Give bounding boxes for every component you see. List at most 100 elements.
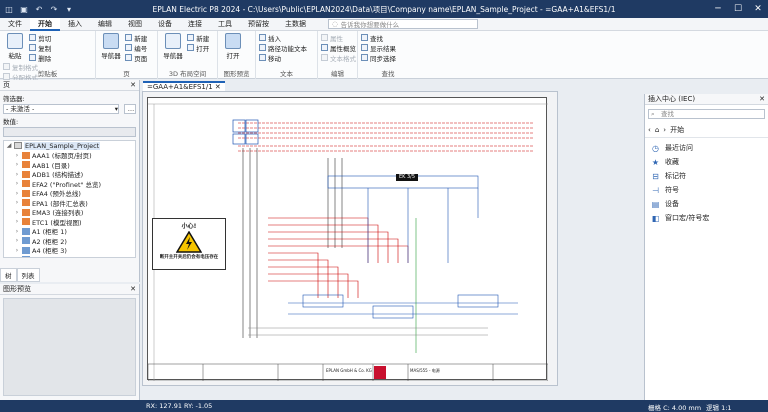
tree-item[interactable]: › AAB1 (目录) [4, 160, 135, 170]
new-layout-button[interactable]: 新建 [187, 33, 209, 43]
minimize-icon[interactable]: ─ [715, 4, 721, 14]
delete-button[interactable]: 删除 [29, 53, 51, 63]
collapsed-chevron-icon[interactable]: › [14, 256, 20, 257]
new-page-button[interactable]: 新建 [125, 33, 147, 43]
tab-close-icon[interactable]: ✕ [214, 83, 221, 91]
panel-close-icon[interactable]: ✕ [130, 81, 136, 89]
open-preview-button[interactable]: 打开 [221, 33, 245, 60]
tab-edit[interactable]: 编辑 [98, 19, 112, 28]
redo-icon[interactable]: ↷ [50, 4, 58, 14]
panel-close-icon[interactable]: ✕ [130, 285, 136, 293]
cut-button[interactable]: 剪切 [29, 33, 51, 43]
schematic-sheet[interactable]: 小心! 断开主开关后仍会有电压存在 EK 3/5 EPLAN GmbH & Co… [147, 97, 548, 381]
open-layout-button[interactable]: 打开 [187, 43, 209, 53]
attributes-button[interactable]: 属性 [321, 33, 356, 43]
tree-item[interactable]: ›B1 ("组料"工作站) [4, 255, 135, 257]
tab-master-data[interactable]: 主数据 [285, 19, 306, 28]
collapsed-chevron-icon[interactable]: › [15, 246, 19, 254]
tab-reserve[interactable]: 预留按 [248, 19, 269, 28]
tab-start[interactable]: 开始 [30, 17, 60, 31]
breadcrumb-start[interactable]: 开始 [670, 126, 685, 134]
lightbulb-icon: ◌ [332, 20, 338, 28]
path-text-button[interactable]: 路径功能文本 [259, 43, 307, 53]
page-navigator-button[interactable]: 导航器 [99, 33, 123, 60]
collapsed-chevron-icon[interactable]: › [15, 218, 19, 226]
tree-root-project[interactable]: ◢EPLAN_Sample_Project [4, 141, 135, 151]
window-controls: ─ ☐ ✕ [708, 0, 768, 18]
collapsed-chevron-icon[interactable]: › [15, 227, 19, 235]
tree-item[interactable]: ›EMA3 (连接列表) [4, 208, 135, 217]
maximize-icon[interactable]: ☐ [733, 4, 743, 14]
collapsed-chevron-icon[interactable]: › [15, 180, 19, 188]
eye-icon [225, 33, 241, 49]
tree-item-label: AAB1 (目录) [32, 161, 70, 170]
tree-item[interactable]: › AAA1 (标题页/封页) [4, 151, 135, 161]
paste-button[interactable]: 粘贴 [3, 33, 27, 60]
text-format-button[interactable]: 文本格式 [321, 53, 356, 63]
home-icon[interactable]: ⌂ [654, 126, 660, 134]
warning-title: 小心! [181, 223, 197, 230]
collapsed-chevron-icon[interactable]: › [15, 151, 19, 159]
insert-center-item[interactable]: ◷最近访问 [645, 141, 768, 155]
insert-center-search[interactable]: ⌕ 查找 [648, 109, 765, 119]
collapsed-chevron-icon[interactable]: › [15, 161, 19, 169]
apply-format-button[interactable]: 分配格式 [3, 72, 38, 82]
tell-me-search[interactable]: ◌ 告诉我你想要做什么 [328, 19, 478, 29]
page-menu-button[interactable]: 页面 [125, 53, 147, 63]
back-icon[interactable]: ‹ [648, 126, 651, 134]
insert-center-item[interactable]: ⊟标记符 [645, 169, 768, 183]
collapsed-chevron-icon[interactable]: › [15, 237, 19, 245]
tab-insert[interactable]: 插入 [68, 19, 82, 28]
panel-close-icon[interactable]: ✕ [759, 95, 765, 103]
more-quick-access-icon[interactable]: ▾ [66, 4, 71, 14]
close-icon[interactable]: ✕ [754, 4, 762, 14]
tree-item[interactable]: ›EFA2 ("Profinet" 总览) [4, 179, 135, 189]
tree-item[interactable]: ›ADB1 (结构描述) [4, 170, 135, 179]
tab-tree[interactable]: 树 [0, 268, 17, 282]
group-label: 页 [123, 70, 130, 78]
tab-view[interactable]: 视图 [128, 19, 142, 28]
tree-item-label: AAA1 (标题页/封页) [32, 152, 92, 161]
move-text-button[interactable]: 移动 [259, 53, 307, 63]
collapsed-chevron-icon[interactable]: › [15, 170, 19, 178]
insert-text-button[interactable]: 插入 [259, 33, 307, 43]
expanded-chevron-icon[interactable]: ◢ [6, 142, 12, 150]
tab-tools[interactable]: 工具 [218, 19, 232, 28]
tree-item[interactable]: ›EPA1 (部件汇总表) [4, 198, 135, 208]
filter-select[interactable]: - 未激活 - ▾ [3, 104, 119, 114]
module-label: EK 3/5 [398, 174, 416, 180]
collapsed-chevron-icon[interactable]: › [15, 189, 19, 197]
collapsed-chevron-icon[interactable]: › [15, 208, 19, 216]
attr-overview-button[interactable]: 属性概览 [321, 43, 356, 53]
tree-item[interactable]: ›A2 (柜柜 2) [4, 236, 135, 246]
insert-center-item[interactable]: ▤设备 [645, 197, 768, 211]
schematic-canvas[interactable]: 小心! 断开主开关后仍会有电压存在 EK 3/5 EPLAN GmbH & Co… [142, 91, 558, 386]
copy-format-button[interactable]: 复制格式 [3, 62, 38, 72]
undo-icon[interactable]: ↶ [35, 4, 43, 14]
number-pages-button[interactable]: 编号 [125, 43, 147, 53]
document-tab[interactable]: =GAA+A1&EFS1/1 ✕ [143, 81, 225, 91]
tree-item[interactable]: ›EFA4 (预外总线) [4, 189, 135, 198]
cabinet-icon [22, 227, 30, 235]
layout-navigator-button[interactable]: 导航器 [161, 33, 185, 60]
insert-center-item[interactable]: ★收藏 [645, 155, 768, 169]
collapsed-chevron-icon[interactable]: › [15, 199, 19, 207]
tree-item[interactable]: ›A4 (柜柜 3) [4, 246, 135, 255]
value-input[interactable] [3, 127, 136, 137]
insert-center-item[interactable]: ⊣符号 [645, 183, 768, 197]
tab-list[interactable]: 列表 [16, 268, 40, 282]
filter-more-button[interactable]: … [124, 104, 136, 114]
tab-device[interactable]: 设备 [158, 19, 172, 28]
insert-center-item[interactable]: ◧窗口宏/符号宏 [645, 211, 768, 225]
show-results-button[interactable]: 显示结果 [361, 43, 396, 53]
grid-size: 栅格 C: 4.00 mm [648, 404, 702, 412]
find-button[interactable]: 查找 [361, 33, 396, 43]
tab-file[interactable]: 文件 [8, 19, 22, 28]
tree-item[interactable]: ›ETC1 (模型视图) [4, 217, 135, 227]
tree-item[interactable]: ›A1 (柜柜 1) [4, 227, 135, 236]
copy-button[interactable]: 复制 [29, 43, 51, 53]
save-icon[interactable]: ▣ [20, 4, 28, 14]
tab-connect[interactable]: 连接 [188, 19, 202, 28]
navigator-icon [103, 33, 119, 49]
sync-select-button[interactable]: 同步选择 [361, 53, 396, 63]
